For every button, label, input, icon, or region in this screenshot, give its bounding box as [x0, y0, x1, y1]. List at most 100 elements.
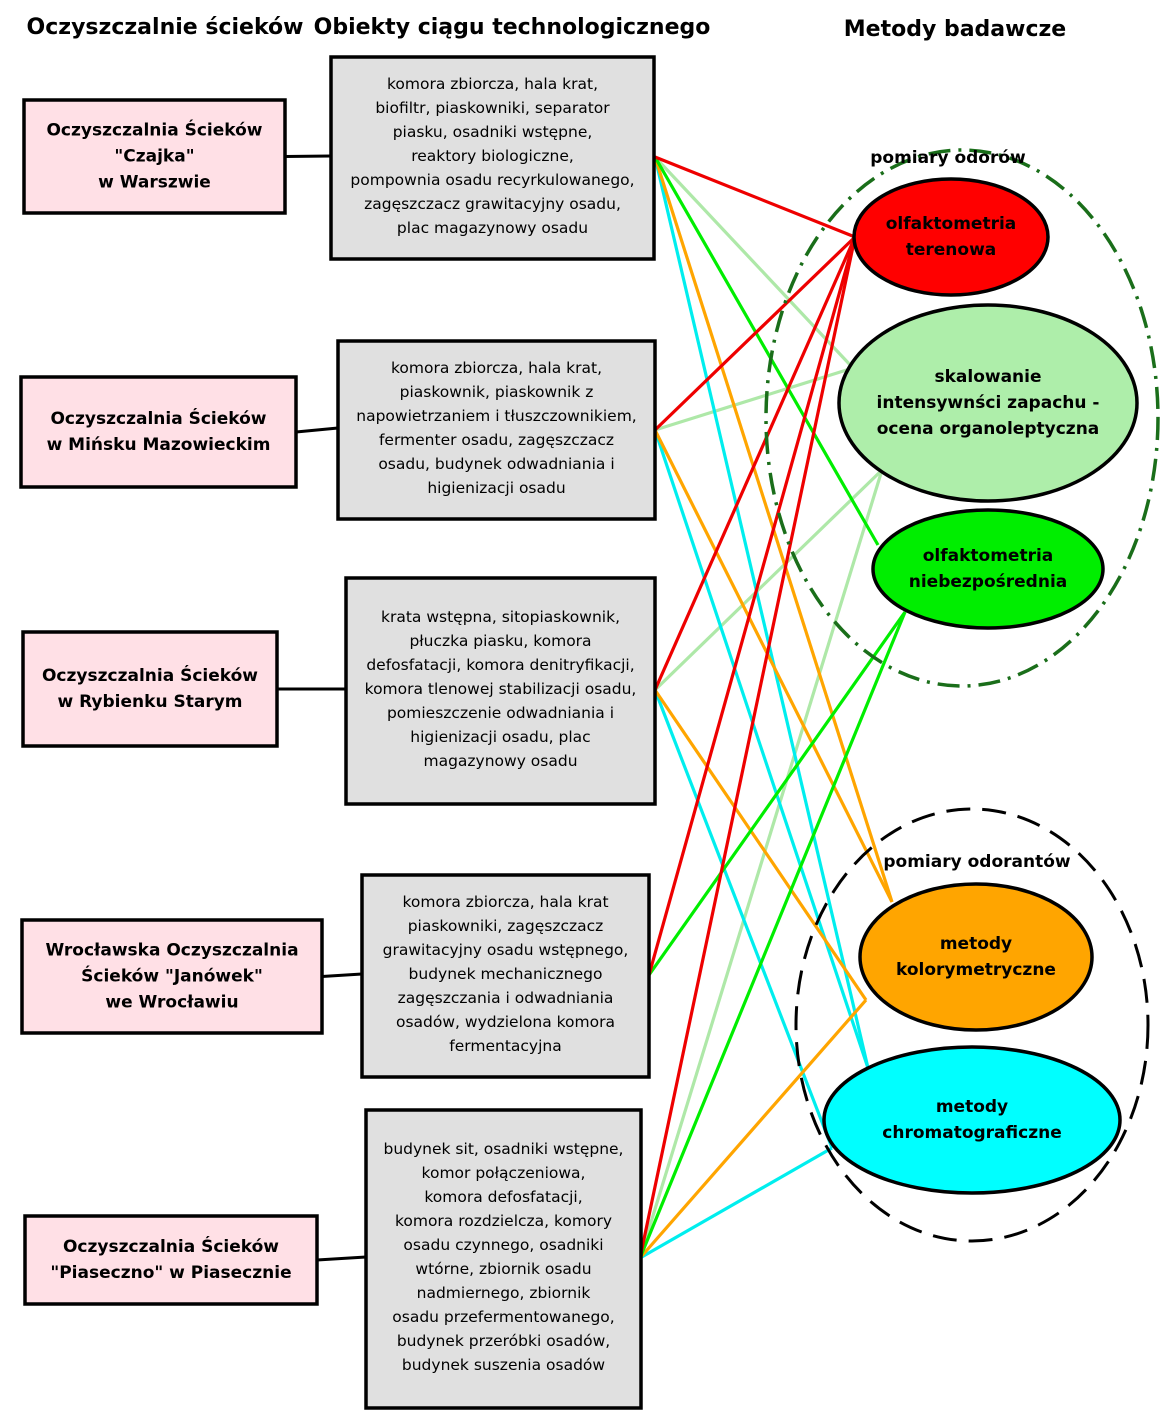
header-objects: Obiekty ciągu technologicznego [314, 15, 711, 40]
plant-name: w Rybienku Starym [57, 692, 242, 712]
connector-ft [654, 155, 856, 239]
connector-kol [653, 689, 868, 1001]
object-box [364, 1108, 643, 1410]
plant-name: w Mińsku Mazowieckim [47, 435, 271, 455]
method-label: olfaktometria [886, 214, 1017, 234]
object-description: fermentacyjna [449, 1037, 561, 1055]
method-label: metody [936, 1097, 1008, 1117]
plant-box [21, 630, 279, 748]
plant-name: Oczyszczalnia Ścieków [63, 1235, 279, 1257]
object-description: pompownia osadu recyrkulowanego, [350, 171, 634, 189]
connector-sk [653, 468, 884, 692]
plant-object-connector [316, 1255, 367, 1262]
object-description: nadmiernego, zbiornik [417, 1284, 591, 1302]
object-box [344, 576, 657, 806]
methods-column: olfaktometria terenowa skalowanieintensywn… [822, 177, 1139, 1195]
object-description: pomieszczenie odwadniania i [387, 704, 614, 722]
header-plants: Oczyszczalnie ścieków [27, 15, 304, 40]
object-method-links [638, 155, 907, 1260]
method-ellipse [837, 303, 1139, 503]
method-node-ft: olfaktometria terenowa [852, 177, 1050, 297]
object-description: napowietrzaniem i tłuszczownikiem, [356, 407, 636, 425]
connector-ft [653, 235, 857, 432]
object-description: osadu czynnego, osadniki [403, 1236, 603, 1254]
method-ellipse [871, 508, 1105, 630]
method-ellipse [858, 882, 1094, 1032]
object-description: wtórne, zbiornik osadu [415, 1260, 591, 1278]
object-description: defosfatacji, komora denitryfikacji, [366, 656, 634, 674]
connector-on [638, 611, 907, 1259]
object-node: komora zbiorcza, hala krat piaskowniki, z… [360, 873, 651, 1079]
method-label: metody [940, 934, 1012, 954]
object-description: higienizacji osadu, plac [410, 728, 590, 746]
plant-name: we Wrocławiu [105, 993, 238, 1013]
odor-group-label: pomiary odorów [870, 148, 1026, 168]
plant-object-connector [321, 972, 363, 978]
connector-kol [653, 429, 894, 903]
connector-chr [653, 429, 870, 1069]
object-description: grawitacyjny osadu wstępnego, [383, 941, 629, 959]
object-box [329, 55, 656, 261]
method-label: chromatograficzne [882, 1123, 1061, 1143]
odorant-group-label: pomiary odorantów [883, 852, 1071, 872]
connector-sk [638, 469, 884, 1259]
object-node: budynek sit, osadniki wstępne, komor połą… [364, 1108, 643, 1410]
object-description: komora rozdzielcza, komory [395, 1212, 612, 1230]
object-description: płuczka piasku, komora [409, 632, 591, 650]
plant-name: "Piaseczno" w Piasecznie [50, 1263, 291, 1283]
connector-ft [638, 236, 857, 1259]
method-label: ocena organoleptyczna [877, 419, 1100, 439]
object-description: fermenter osadu, zagęszczacz [379, 431, 614, 449]
object-description: budynek suszenia osadów [402, 1356, 606, 1374]
connector-ft [653, 236, 857, 691]
object-description: komora zbiorcza, hala krat [402, 893, 608, 911]
plant-node: Oczyszczalnia Ścieków w Mińsku Mazowiecki… [19, 375, 298, 489]
method-label: niebezpośrednia [909, 572, 1068, 592]
connector-chr [653, 689, 834, 1149]
plant-object-connector [295, 426, 339, 434]
object-description: higienizacji osadu [427, 479, 565, 497]
plant-name: "Czajka" [114, 147, 194, 167]
method-label: olfaktometria [923, 546, 1054, 566]
object-description: osadu przefermentowanego, [392, 1308, 614, 1326]
object-description: budynek sit, osadniki wstępne, [384, 1140, 624, 1158]
object-description: piaskowniki, zagęszczacz [408, 917, 604, 935]
object-description: komor połączeniowa, [422, 1164, 586, 1182]
connector-on [653, 156, 880, 546]
object-description: biofiltr, piaskowniki, separator [375, 99, 610, 117]
object-box [336, 339, 657, 521]
method-node-kol: metody kolorymetryczne [858, 882, 1094, 1032]
method-label: terenowa [906, 240, 997, 260]
object-description: komora zbiorcza, hala krat, [387, 75, 598, 93]
connector-sk [653, 155, 855, 370]
method-ellipse [852, 177, 1050, 297]
connector-chr [653, 156, 870, 1069]
plants-column: Oczyszczalnia Ścieków"Czajka"w WarszwieO… [19, 98, 324, 1306]
object-description: komora defosfatacji, [424, 1188, 582, 1206]
connector-chr [639, 1146, 833, 1260]
odor-measurements-group [764, 148, 1160, 688]
plant-object-links [277, 154, 367, 1262]
object-node: komora zbiorcza, hala krat,piaskownik, p… [336, 339, 657, 521]
object-description: osadu, budynek odwadniania i [378, 455, 614, 473]
object-description: plac magazynowy osadu [397, 219, 588, 237]
object-description: piasku, osadniki wstępne, [393, 123, 593, 141]
object-node: komora zbiorcza, hala krat, biofiltr, pia… [329, 55, 656, 261]
plant-name: Oczyszczalnia Ścieków [46, 119, 262, 141]
plant-node: Oczyszczalnia Ścieków "Piaseczno" w Piase… [23, 1214, 319, 1306]
object-box [360, 873, 651, 1079]
object-description: krata wstępna, sitopiaskownik, [381, 608, 620, 626]
plant-object-connector [284, 154, 332, 158]
plant-box [20, 918, 324, 1035]
plant-name: Ścieków "Janówek" [81, 965, 263, 987]
objects-column: komora zbiorcza, hala krat, biofiltr, pia… [329, 55, 657, 1410]
plant-name: Oczyszczalnia Ścieków [50, 407, 266, 429]
method-label: kolorymetryczne [896, 960, 1056, 980]
method-node-chr: metody chromatograficzne [822, 1045, 1122, 1195]
object-description: budynek przeróbki osadów, [397, 1332, 610, 1350]
plant-box [19, 375, 298, 489]
method-label: intensywnści zapachu - [877, 393, 1100, 413]
